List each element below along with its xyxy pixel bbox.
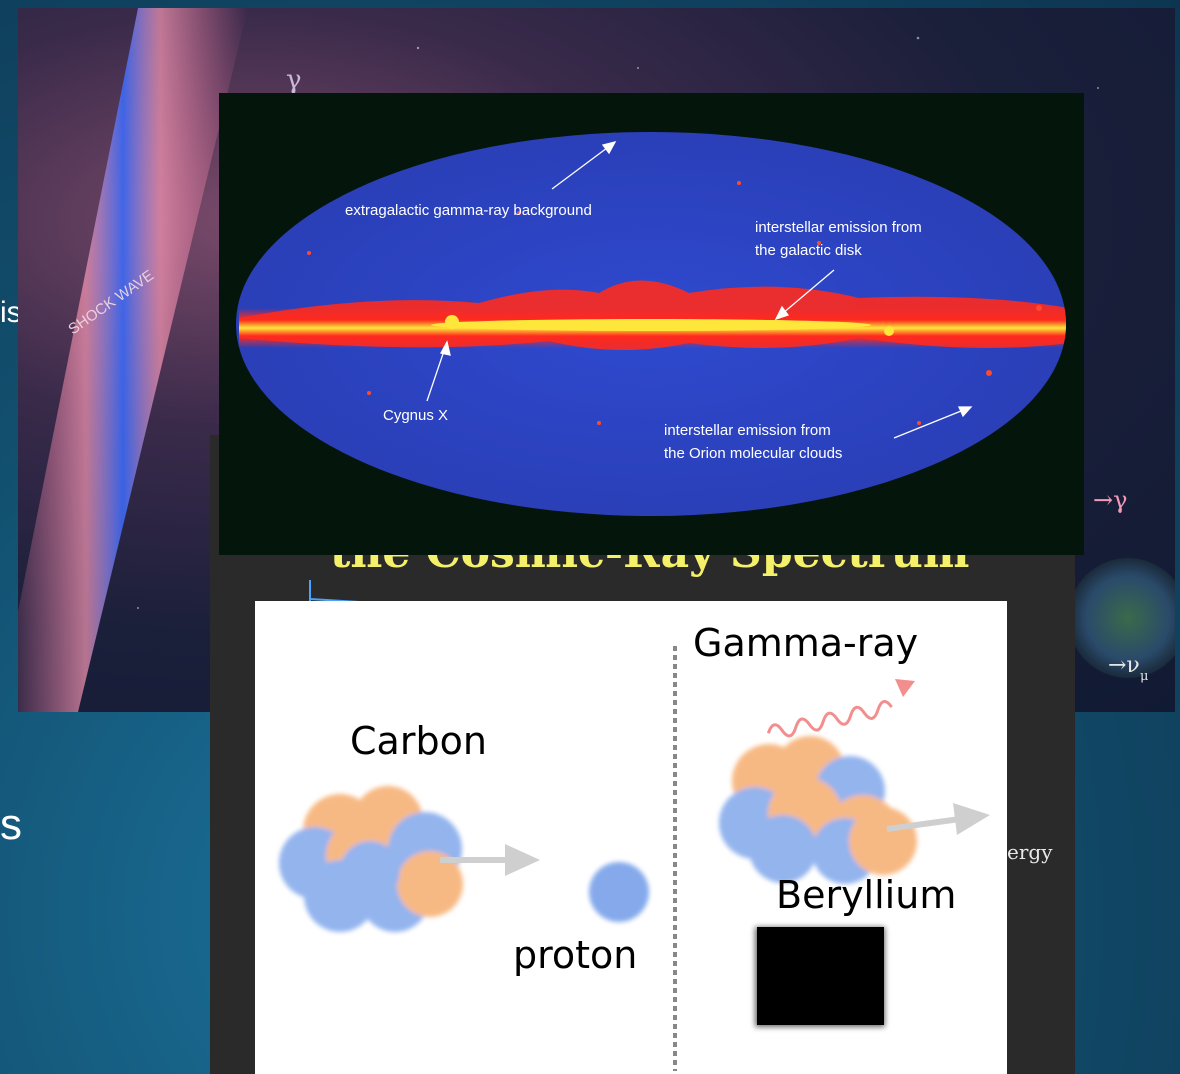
sky-map-art [236, 132, 1066, 516]
beryllium-arrow [886, 803, 990, 835]
label-cygnus-x: Cygnus X [383, 407, 449, 424]
gamma-ray-sky-map: extragalactic gamma-ray background inter… [219, 93, 1084, 555]
spallation-diagram: Carbon proton Gamma-ray Beryllium [255, 601, 1007, 1074]
gamma-symbol-top: γ [286, 65, 302, 95]
label-extragalactic-background: extragalactic gamma-ray background [345, 202, 592, 219]
carbon-nucleus [279, 786, 463, 932]
label-orion-clouds: interstellar emission from the Orion mol… [664, 422, 843, 462]
neutrino-subscript: μ [1140, 669, 1148, 684]
label-gamma-ray: Gamma-ray [693, 621, 919, 665]
gamma-symbol-right: →γ [1093, 486, 1127, 514]
label-proton: proton [513, 933, 638, 977]
background-photo-art: SHOCK WAVE γ →γ →ν μ [18, 8, 1175, 712]
neutrino-symbol: →ν [1108, 653, 1140, 678]
gamma-ray-photon [766, 679, 915, 738]
label-carbon: Carbon [350, 719, 487, 763]
proton-particle [589, 862, 649, 922]
label-galactic-disk: interstellar emission from the galactic … [755, 219, 922, 259]
left-text-fragment-1: is [0, 296, 22, 329]
beryllium-cluster [719, 736, 917, 884]
redacted-box [757, 927, 884, 1025]
left-text-fragment-2: s [0, 800, 22, 849]
diagram-art [279, 646, 990, 1071]
carbon-arrow [440, 844, 540, 876]
label-beryllium: Beryllium [776, 873, 957, 917]
spectrum-axis-label: ergy [1007, 840, 1053, 864]
